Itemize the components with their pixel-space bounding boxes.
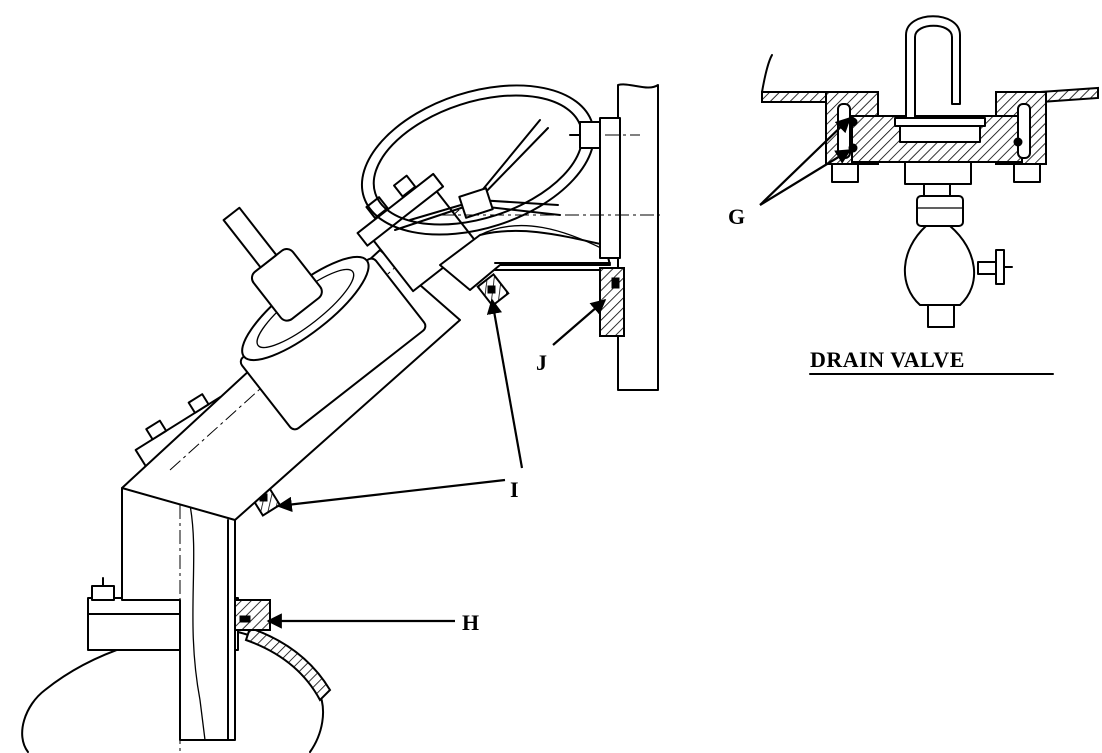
- bolt-head: [91, 585, 115, 601]
- drain-outlet-nipple: [904, 161, 972, 185]
- arrow-g-upper: [759, 116, 852, 206]
- drain-valve-detail: [761, 15, 1099, 328]
- drain-globe-valve: [903, 225, 976, 306]
- label-j: J: [536, 350, 547, 375]
- drain-tank-plate-right: [1039, 86, 1099, 104]
- arrow-j: [552, 298, 607, 346]
- arrow-g-lower: [759, 149, 852, 206]
- label-i: I: [510, 477, 519, 502]
- wall-plate: [617, 83, 659, 391]
- label-g: G: [728, 204, 745, 229]
- drain-union-nut: [916, 195, 964, 227]
- arrow-i-upper: [486, 298, 524, 469]
- label-h: H: [462, 610, 479, 635]
- upper-outlet-pipe: [439, 229, 611, 291]
- main-valve-assembly: [21, 83, 660, 753]
- valve-stem: [222, 206, 278, 269]
- wall-flange: [599, 117, 621, 259]
- gasket-h: [233, 599, 271, 631]
- drain-tank-plate-left: [761, 91, 833, 103]
- drain-lift-handle: [905, 15, 961, 125]
- drain-valve-title: DRAIN VALVE: [810, 347, 965, 372]
- tank-wall-hatch: [244, 626, 332, 702]
- drain-valve-handwheel[interactable]: [995, 249, 1005, 285]
- callout-arrows: [266, 116, 852, 629]
- handwheel-hub: [458, 187, 494, 219]
- arrow-i-lower: [276, 478, 506, 513]
